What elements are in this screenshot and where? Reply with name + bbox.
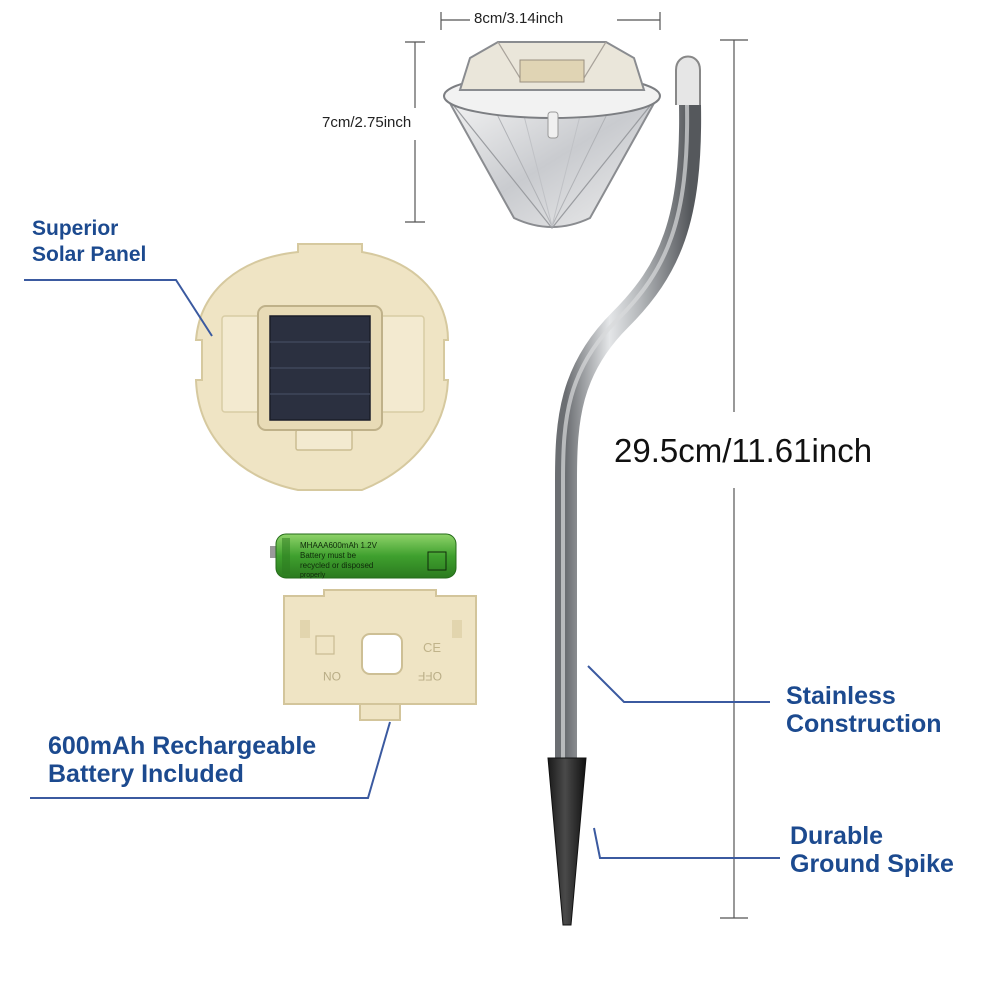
solar-panel-callout-line1: Superior bbox=[32, 217, 119, 240]
battery-callout-line2: Battery Included bbox=[48, 760, 244, 788]
width-dimension-label: 8cm/3.14inch bbox=[474, 10, 564, 27]
spike-callout-line1: Durable bbox=[790, 822, 884, 850]
total-height-label: 29.5cm/11.61inch bbox=[614, 432, 873, 469]
stake-rod bbox=[555, 94, 702, 771]
stake-hook bbox=[675, 55, 701, 105]
stainless-callout-line bbox=[587, 665, 770, 703]
svg-text:CE: CE bbox=[423, 640, 441, 655]
aaa-battery: MHAAA600mAh 1.2V Battery must be recycle… bbox=[270, 533, 457, 579]
battery-print-line2: Battery must be bbox=[300, 551, 357, 560]
stainless-callout-line2: Construction bbox=[786, 710, 942, 738]
battery-callout-line1: 600mAh Rechargeable bbox=[48, 732, 317, 760]
switch-off-label: OFF bbox=[418, 669, 442, 683]
solar-panel-callout: Superior Solar Panel bbox=[32, 216, 146, 268]
solar-panel-housing bbox=[194, 243, 450, 491]
switch-on-label: ON bbox=[323, 669, 341, 683]
total-height-dimension bbox=[720, 39, 748, 919]
solar-panel-callout-line2: Solar Panel bbox=[32, 243, 147, 266]
battery-cover: ON OFF CE bbox=[283, 589, 477, 721]
battery-print-line1: MHAAA600mAh 1.2V bbox=[300, 541, 378, 550]
lamp-head bbox=[443, 41, 661, 229]
spike-callout-line bbox=[593, 827, 780, 859]
spike-callout: Durable Ground Spike bbox=[790, 822, 954, 878]
height-dimension bbox=[405, 41, 425, 223]
stainless-callout: Stainless Construction bbox=[786, 682, 942, 738]
ground-spike bbox=[547, 757, 587, 926]
battery-callout-line bbox=[30, 721, 391, 799]
height-dimension-label: 7cm/2.75inch bbox=[322, 114, 412, 131]
spike-callout-line2: Ground Spike bbox=[790, 850, 954, 878]
battery-print-line4: properly bbox=[300, 572, 326, 579]
solar-callout-line bbox=[24, 279, 213, 337]
battery-callout: 600mAh Rechargeable Battery Included bbox=[48, 732, 316, 788]
stainless-callout-line1: Stainless bbox=[786, 682, 896, 710]
width-dimension bbox=[440, 12, 661, 30]
battery-print-line3: recycled or disposed bbox=[300, 561, 373, 570]
